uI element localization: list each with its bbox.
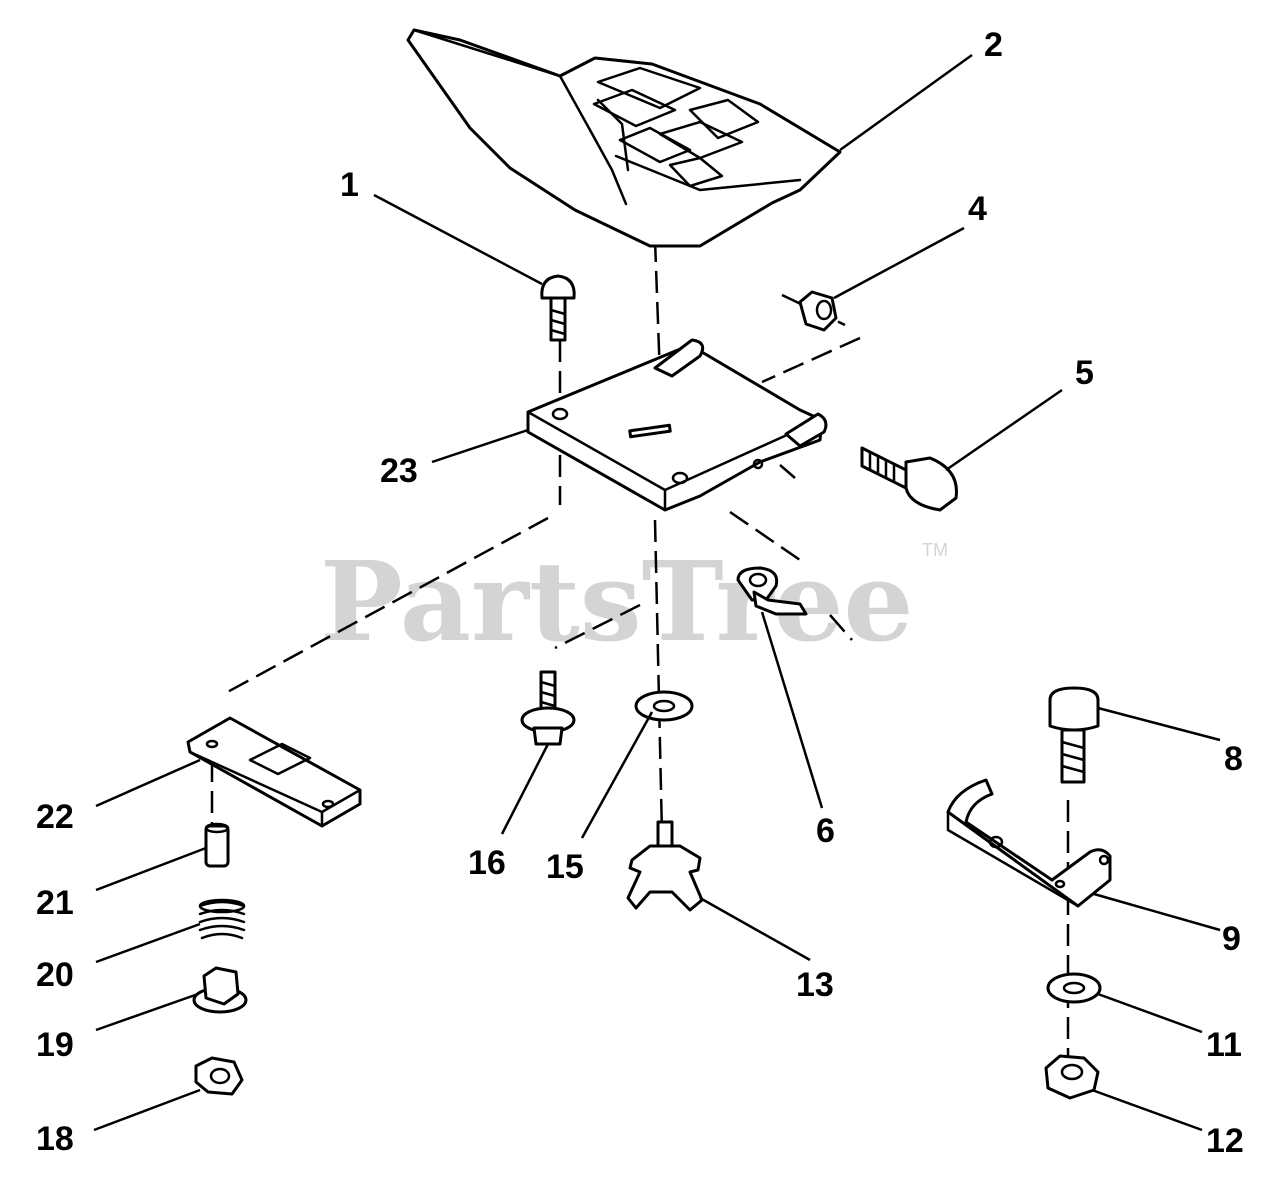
callout-8: 8 xyxy=(1224,740,1243,778)
callout-21: 21 xyxy=(36,884,74,922)
callout-18: 18 xyxy=(36,1120,74,1158)
callout-5: 5 xyxy=(1075,354,1094,392)
shoulder-bolt-part xyxy=(520,670,576,746)
callout-12: 12 xyxy=(1206,1122,1244,1160)
washer-part xyxy=(634,690,694,722)
callout-9: 9 xyxy=(1222,920,1241,958)
flange-nut-part xyxy=(192,966,248,1014)
assembly-lines xyxy=(210,239,1070,1090)
callout-22: 22 xyxy=(36,798,74,836)
seat-part xyxy=(406,28,842,248)
seat-plate-part xyxy=(526,338,828,512)
callout-4: 4 xyxy=(968,190,987,228)
watermark-text: PartsTree xyxy=(320,537,914,666)
lock-nut-part xyxy=(194,1056,244,1096)
callout-11: 11 xyxy=(1206,1026,1242,1064)
callouts: 2 1 4 5 23 6 8 9 11 12 13 15 16 18 19 20… xyxy=(36,26,1244,1160)
pin-part xyxy=(204,822,230,868)
nylon-lock-nut-part xyxy=(1044,1054,1100,1100)
callout-2: 2 xyxy=(984,26,1003,64)
latch-part xyxy=(736,566,808,616)
watermark-trademark: TM xyxy=(922,540,948,560)
callout-16: 16 xyxy=(468,844,506,882)
cap-screw-part xyxy=(1048,686,1100,784)
leader-lines xyxy=(93,53,1221,1132)
callout-1: 1 xyxy=(340,166,359,204)
callout-19: 19 xyxy=(36,1026,74,1064)
hex-bolt-part xyxy=(860,446,958,512)
callout-20: 20 xyxy=(36,956,74,994)
callout-13: 13 xyxy=(796,966,834,1004)
callout-15: 15 xyxy=(546,848,584,886)
latch-bracket-part xyxy=(186,716,362,828)
flat-washer-part xyxy=(1046,972,1102,1004)
spring-part xyxy=(198,898,246,940)
carriage-bolt-part xyxy=(540,274,576,342)
angle-bracket-part xyxy=(946,778,1112,908)
callout-6: 6 xyxy=(816,812,835,850)
hex-nut-part xyxy=(798,290,838,332)
star-knob-part xyxy=(626,820,704,912)
callout-23: 23 xyxy=(380,452,418,490)
